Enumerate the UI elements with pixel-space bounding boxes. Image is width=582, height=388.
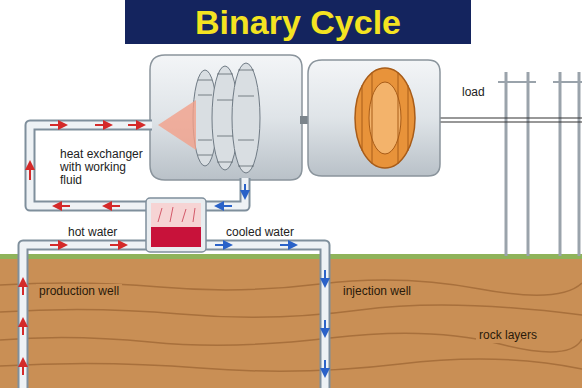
ground	[0, 254, 582, 388]
label: heat exchanger with working fluid	[60, 148, 144, 187]
label: load	[462, 86, 485, 99]
power-wire	[440, 118, 582, 122]
pipes	[23, 125, 325, 388]
label: hot water	[68, 226, 117, 239]
title: Binary Cycle	[195, 2, 401, 42]
power-poles	[498, 72, 582, 256]
generator	[308, 60, 440, 176]
title-banner: Binary Cycle	[125, 0, 471, 44]
turbine	[150, 55, 302, 180]
flow-arrows	[23, 125, 325, 376]
label: injection well	[340, 284, 414, 299]
label: cooled water	[226, 226, 294, 239]
label: production well	[36, 284, 122, 299]
heat-exchanger	[146, 198, 206, 252]
label: rock layers	[476, 328, 540, 343]
